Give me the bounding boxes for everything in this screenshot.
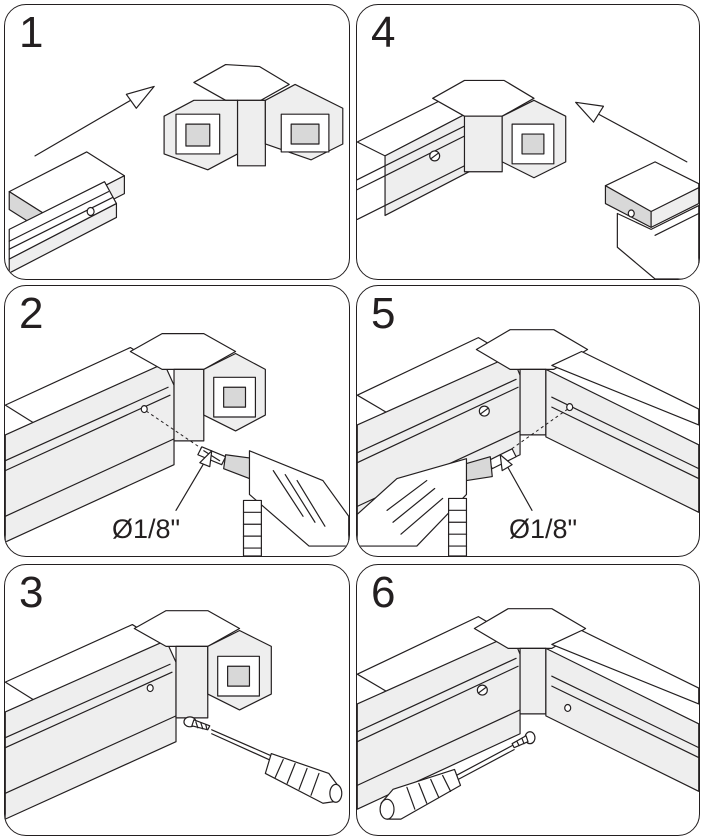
step-6-panel: 6 [356, 564, 700, 836]
screw-icon [183, 716, 211, 731]
step-4-panel: 4 [356, 4, 700, 280]
step-6-illustration [357, 608, 699, 820]
drill-bit-size-label: Ø1/8" [112, 514, 181, 544]
arrow-icon [34, 85, 155, 157]
step-3-panel: 3 [4, 564, 350, 836]
drill-bit-icon [197, 446, 227, 466]
step-number: 3 [19, 568, 44, 617]
step-1-panel: 1 [4, 4, 350, 280]
step-number: 5 [371, 289, 396, 338]
step-number: 1 [19, 8, 44, 57]
corner-connector-icon [163, 63, 344, 171]
rail-icon [545, 629, 699, 792]
screw-hole-icon [140, 405, 148, 414]
rail-icon [8, 151, 125, 274]
drill-bit-size-label: Ø1/8" [509, 514, 578, 544]
step-5-panel: 5 Ø1/8" [356, 285, 700, 557]
screwdriver-icon [211, 729, 343, 804]
screw-hole-icon [146, 684, 154, 693]
rail-icon [357, 616, 521, 810]
step-2-illustration [5, 333, 349, 556]
step-number: 2 [19, 289, 44, 338]
drill-icon [223, 450, 349, 556]
step-number: 4 [371, 8, 396, 57]
step-5-illustration [357, 329, 699, 556]
screw-hole-icon [627, 209, 635, 218]
rail-icon [5, 346, 175, 543]
step-1-illustration [8, 63, 344, 274]
drill-icon [357, 456, 493, 556]
screw-icon [511, 731, 536, 749]
screw-hole-icon [86, 206, 95, 217]
rail-icon [604, 161, 699, 279]
corner-connector-icon [432, 79, 567, 179]
corner-connector-icon [129, 333, 266, 442]
screw-hole-icon [564, 703, 572, 713]
screwdriver-icon [379, 745, 515, 820]
screw-hole-icon [566, 403, 574, 412]
rail-icon [5, 623, 177, 820]
arrow-icon [575, 101, 688, 163]
rail-icon [545, 350, 699, 513]
step-number: 6 [371, 568, 396, 617]
arrow-icon [175, 450, 213, 511]
corner-connector-icon [473, 608, 587, 715]
step-3-illustration [5, 610, 343, 820]
arrow-icon [499, 454, 533, 511]
corner-connector-icon [133, 610, 272, 719]
step-2-panel: 2 Ø1/8" [4, 285, 350, 557]
step-4-illustration [357, 79, 699, 279]
